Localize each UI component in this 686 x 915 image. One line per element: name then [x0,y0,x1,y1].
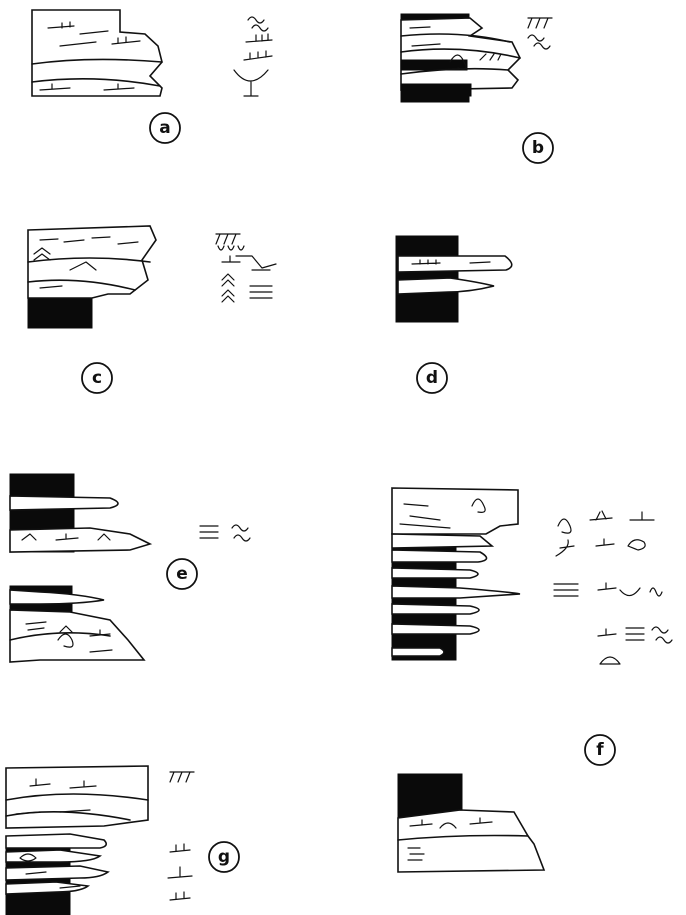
ripple-lamination-icon [590,511,612,520]
planar-lamination-icon [200,526,218,538]
svg-text:f: f [596,740,604,760]
worm-trail-icon [248,17,268,31]
svg-text:g: g [218,847,230,867]
panel-d-log [396,236,512,322]
panel-b-label: b [523,133,553,163]
burrow-icon [218,246,244,262]
worm-trail-icon [232,525,250,541]
panel-d-label: d [417,363,447,393]
panel-c-log [28,226,156,328]
svg-text:b: b [532,138,544,158]
planar-lamination-icon [554,584,578,596]
panel-g-symbols [168,772,194,900]
ripple-lamination-icon [598,583,616,590]
ripple-lamination-icon [170,844,190,852]
root-trace-icon [234,70,268,96]
svg-text:e: e [176,564,188,584]
root-trace-icon [236,256,276,270]
ripple-lamination-icon [222,274,234,302]
mudcrack-icon [528,18,552,28]
panel-b-log [401,14,520,102]
mudcrack-icon [216,234,240,244]
ripple-lamination-icon [246,34,272,42]
shell-icon [628,540,645,550]
panel-a-label: a [150,113,180,143]
worm-trail-icon [650,588,662,596]
svg-text:a: a [159,118,170,138]
worm-trail-icon [652,627,672,643]
panel-e-label: e [167,559,197,589]
planar-lamination-icon [626,628,644,640]
panel-c-symbols [216,234,276,302]
burrow-icon [556,540,574,556]
root-trace-icon [630,512,654,520]
panel-g-log [6,766,148,915]
unlabeled-log [398,774,544,872]
trough-cross-bedding-icon [620,588,640,596]
panel-f-symbols [554,511,672,664]
panel-b-symbols [528,18,552,49]
ripple-lamination-icon [170,892,190,900]
panel-a-symbols [234,17,272,96]
ripple-lamination-icon [596,539,614,546]
mudcrack-icon [170,772,194,782]
panel-a-log [32,10,162,96]
shell-icon [600,657,620,664]
panel-e-log [10,474,150,662]
panel-g-label: g [209,842,239,872]
svg-text:d: d [426,368,438,388]
trough-cross-bedding-icon [244,51,272,60]
panel-e-symbols [200,525,250,541]
ripple-lamination-icon [598,629,616,636]
svg-text:c: c [92,368,102,388]
panel-c-label: c [82,363,112,393]
burrow-icon [558,519,571,533]
worm-trail-icon [528,35,550,49]
planar-lamination-icon [250,286,272,298]
panel-f-log [392,488,520,660]
panel-f-label: f [585,735,615,765]
root-trace-icon [168,867,192,878]
